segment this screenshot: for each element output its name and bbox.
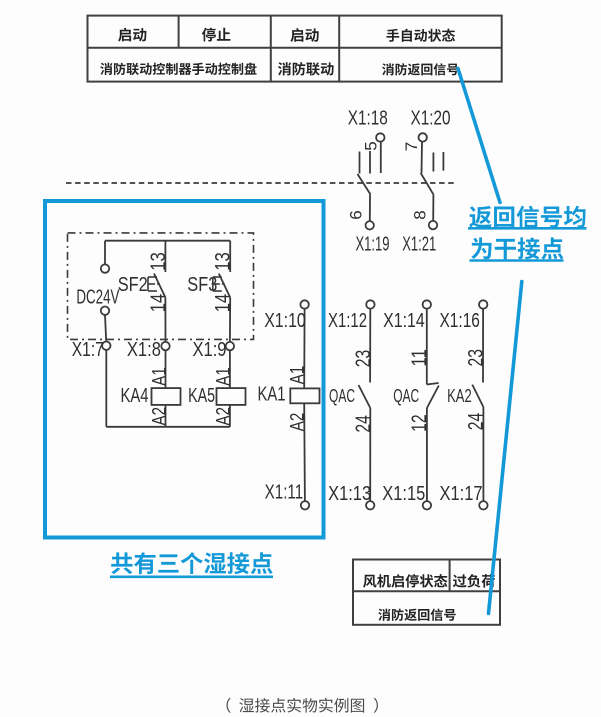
svg-text:14: 14 [147, 293, 170, 312]
svg-text:5: 5 [362, 141, 381, 150]
svg-text:SF3: SF3 [187, 274, 217, 296]
svg-text:X1:19: X1:19 [356, 233, 390, 255]
svg-text:A2: A2 [149, 407, 170, 426]
svg-text:X1:9: X1:9 [193, 339, 227, 361]
svg-text:8: 8 [411, 210, 430, 219]
svg-text:KA1: KA1 [258, 384, 286, 406]
svg-text:X1:18: X1:18 [348, 107, 388, 129]
svg-text:KA4: KA4 [121, 385, 149, 407]
svg-text:A1: A1 [214, 367, 235, 386]
svg-text:24: 24 [465, 413, 488, 431]
svg-text:23: 23 [352, 350, 375, 368]
svg-text:23: 23 [465, 349, 488, 367]
svg-text:12: 12 [408, 414, 431, 432]
svg-text:SF2: SF2 [118, 274, 148, 296]
svg-text:11: 11 [408, 349, 431, 367]
svg-text:X1:13: X1:13 [328, 483, 371, 505]
svg-text:6: 6 [347, 210, 366, 219]
svg-text:QAC: QAC [329, 386, 355, 406]
svg-text:13: 13 [212, 252, 235, 271]
svg-text:X1:15: X1:15 [382, 483, 425, 505]
svg-text:X1:20: X1:20 [411, 107, 451, 129]
svg-text:KA5: KA5 [188, 385, 215, 407]
svg-text:KA2: KA2 [447, 386, 472, 406]
svg-text:A1: A1 [287, 366, 308, 385]
svg-text:24: 24 [352, 415, 375, 433]
svg-text:DC24V: DC24V [76, 286, 119, 308]
svg-text:X1:7: X1:7 [72, 339, 104, 361]
svg-text:14: 14 [212, 293, 235, 312]
svg-text:A2: A2 [214, 407, 235, 426]
svg-text:QAC: QAC [393, 386, 419, 406]
svg-text:X1:17: X1:17 [440, 483, 483, 505]
svg-text:X1:21: X1:21 [402, 233, 436, 255]
svg-text:X1:12: X1:12 [328, 310, 367, 332]
svg-text:A1: A1 [149, 367, 170, 386]
svg-text:X1:11: X1:11 [265, 481, 304, 503]
svg-text:X1:10: X1:10 [264, 310, 306, 332]
svg-text:X1:14: X1:14 [383, 310, 425, 332]
svg-text:7: 7 [402, 142, 421, 151]
svg-text:X1:8: X1:8 [127, 339, 161, 361]
svg-text:13: 13 [147, 252, 170, 271]
svg-text:X1:16: X1:16 [440, 310, 480, 332]
svg-text:A2: A2 [287, 413, 308, 432]
